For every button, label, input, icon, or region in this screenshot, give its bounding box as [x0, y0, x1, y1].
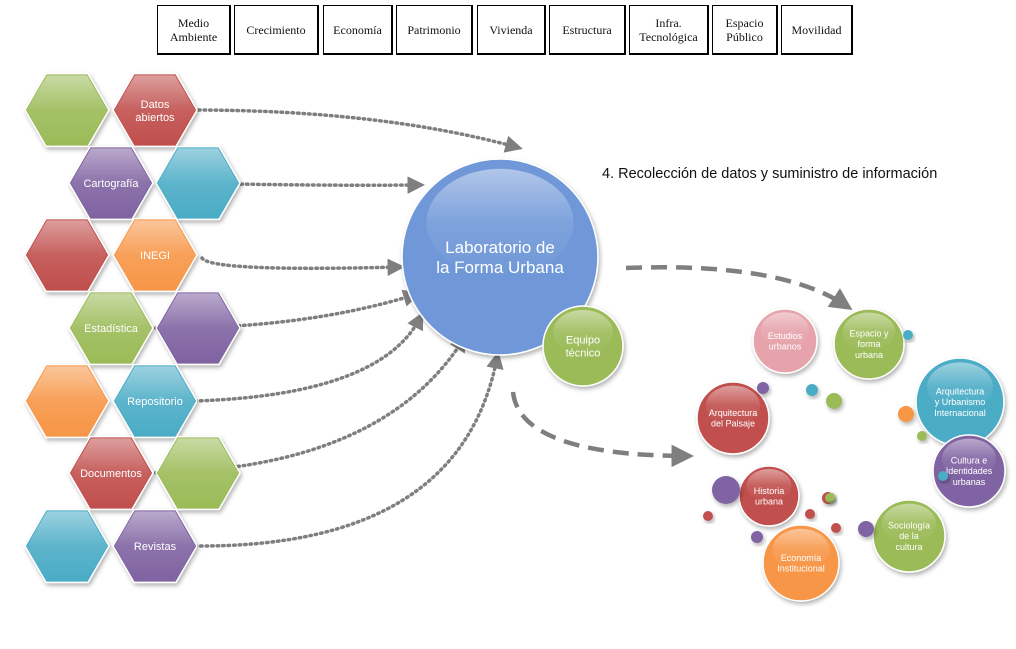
- data-flow-arrow-0: [191, 108, 523, 153]
- category-infra-tecnologica: Infra. Tecnológica: [629, 5, 709, 55]
- category-vivienda: Vivienda: [477, 5, 546, 55]
- hex-source-cartografia: Cartografía: [68, 145, 154, 221]
- hex-tile-6: [24, 508, 110, 584]
- lab-to-disciplines-arrow-bottom: [510, 391, 694, 468]
- bubble-7: [712, 476, 740, 504]
- source-label: Repositorio: [127, 396, 183, 408]
- source-label: INEGI: [140, 250, 170, 262]
- hex-tile-4: [24, 363, 110, 439]
- bubble-4: [898, 406, 914, 422]
- category-espacio-publico: Espacio Público: [712, 5, 778, 55]
- hex-tile-1: [155, 145, 241, 221]
- source-label: Estadística: [84, 323, 139, 335]
- bubble-2: [806, 384, 818, 396]
- data-flow-arrow-6: [193, 351, 504, 548]
- hex-source-inegi: INEGI: [112, 217, 198, 293]
- category-medio-ambiente: Medio Ambiente: [157, 5, 231, 55]
- hex-source-estadistica: Estadística: [68, 290, 154, 366]
- hex-tile-0: [24, 72, 110, 148]
- bubble-11: [703, 511, 713, 521]
- step-caption: 4. Recolección de datos y suministro de …: [602, 166, 938, 182]
- lab-to-disciplines-arrow-top: [625, 265, 853, 310]
- hex-tile-2: [24, 217, 110, 293]
- bubble-0: [903, 330, 913, 340]
- bubble-15: [827, 493, 835, 501]
- bubble-13: [858, 521, 874, 537]
- bubble-5: [917, 431, 927, 441]
- category-movilidad: Movilidad: [781, 5, 853, 55]
- bubble-1: [757, 382, 769, 394]
- bubble-6: [938, 471, 948, 481]
- source-label: Documentos: [80, 468, 142, 480]
- bubble-9: [805, 509, 815, 519]
- source-label: Cartografía: [83, 178, 139, 190]
- source-label: Revistas: [134, 541, 177, 553]
- hex-tile-3: [155, 290, 241, 366]
- category-patrimonio: Patrimonio: [396, 5, 473, 55]
- hex-source-revistas: Revistas: [112, 508, 198, 584]
- bubble-3: [826, 393, 842, 409]
- data-flow-arrow-4: [193, 311, 424, 403]
- hex-source-repositorio: Repositorio: [112, 363, 198, 439]
- data-flow-arrow-2: [200, 256, 405, 277]
- hex-source-documentos: Documentos: [68, 435, 154, 511]
- category-economia: Economía: [323, 5, 393, 55]
- category-estructura: Estructura: [549, 5, 626, 55]
- bubble-12: [831, 523, 841, 533]
- category-crecimiento: Crecimiento: [234, 5, 319, 55]
- bubble-14: [751, 531, 763, 543]
- data-flow-arrow-5: [148, 334, 467, 475]
- hex-tile-5: [155, 435, 241, 511]
